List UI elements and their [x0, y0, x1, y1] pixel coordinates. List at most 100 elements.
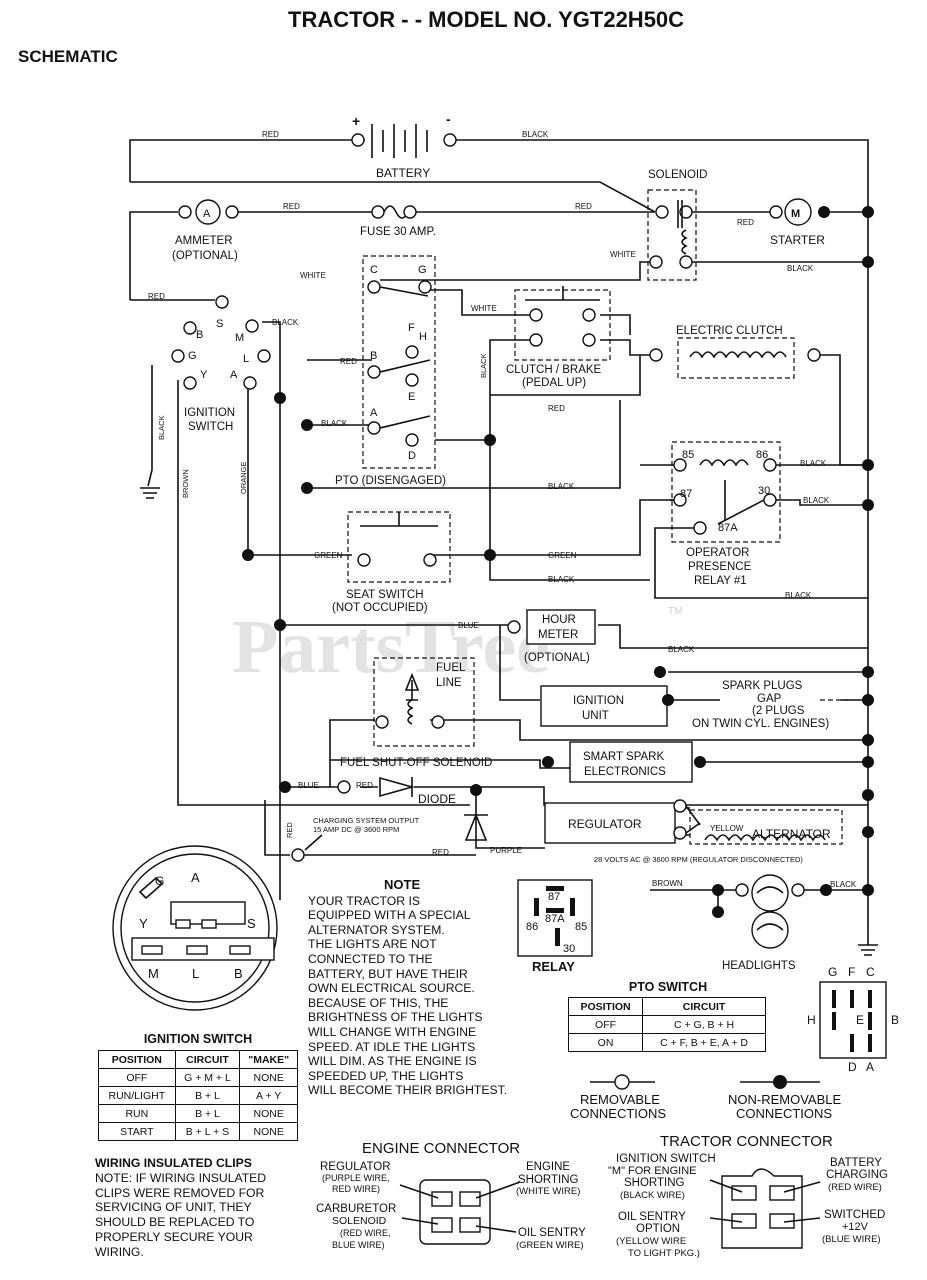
diode: DIODE	[337, 776, 488, 841]
engine-regulator-3: RED WIRE)	[332, 1184, 380, 1194]
wire-label: RED	[340, 357, 357, 366]
table-cell: C + G, B + H	[642, 1015, 766, 1034]
pto-term-h: H	[419, 331, 427, 343]
engine-oil-2: (GREEN WIRE)	[516, 1240, 584, 1251]
wire-label: ORANGE	[239, 461, 248, 494]
table-header-cell: POSITION	[567, 997, 644, 1016]
table-header-cell: "MAKE"	[239, 1050, 298, 1069]
pto-label: PTO (DISENGAGED)	[335, 475, 446, 487]
clips-line: SHOULD BE REPLACED TO	[95, 1215, 255, 1230]
table-header-cell: CIRCUIT	[642, 997, 766, 1016]
table-cell: G + M + L	[174, 1068, 241, 1087]
fuel-line-label-1: FUEL	[436, 662, 466, 674]
tractor-ign-1: IGNITION SWITCH	[616, 1153, 716, 1165]
engine-shorting-1: ENGINE	[526, 1161, 570, 1173]
wire-label: RED	[737, 218, 754, 227]
wire-label: BLACK	[479, 353, 488, 378]
watermark: PartsTree	[232, 605, 550, 689]
ign-face-y: Y	[139, 916, 148, 931]
relay-detail-label: RELAY	[532, 959, 575, 974]
legend-removable-1: REMOVABLE	[580, 1092, 660, 1107]
battery: + - BATTERY	[351, 111, 457, 180]
legend-nonremovable-1: NON-REMOVABLE	[728, 1092, 841, 1107]
note-line: ALTERNATOR SYSTEM.	[308, 922, 445, 937]
wire-label: BROWN	[652, 879, 683, 888]
starter: M STARTER	[769, 198, 825, 247]
pto-term-c: C	[370, 264, 378, 276]
table-header-cell: CIRCUIT	[174, 1050, 241, 1069]
ign-face-m: M	[148, 966, 159, 981]
pto-term-d: D	[408, 450, 416, 462]
table-cell: C + F, B + E, A + D	[642, 1033, 766, 1052]
relay-87: 87	[680, 488, 692, 500]
wire-label: BLACK	[785, 591, 812, 600]
wire-label: BLACK	[787, 264, 814, 273]
regulator-label: REGULATOR	[568, 817, 642, 831]
note-line: OWN ELECTRICAL SOURCE.	[308, 981, 475, 996]
table-cell: NONE	[239, 1068, 298, 1087]
table-cell: A + Y	[239, 1086, 298, 1105]
wire-labels: RED BLACK RED RED RED WHITE BLACK WHITE …	[148, 130, 857, 889]
spark-plugs: SPARK PLUGS GAP (2 PLUGS ON TWIN CYL. EN…	[692, 680, 850, 730]
ign-face-g: G	[155, 874, 164, 888]
relay-86: 86	[756, 449, 768, 461]
pto-face-e: E	[856, 1013, 864, 1027]
starter-symbol: M	[791, 208, 800, 220]
headlights: HEADLIGHTS	[722, 874, 805, 972]
battery-minus: -	[446, 111, 451, 127]
note-line: BRIGHTNESS OF THE LIGHTS	[308, 1010, 483, 1025]
pto-term-a: A	[370, 407, 378, 419]
note-line: SPEEDED UP, THE LIGHTS	[308, 1068, 464, 1083]
wire-label: BLACK	[800, 459, 827, 468]
engine-oil-1: OIL SENTRY	[518, 1227, 586, 1239]
relay-detail-85: 85	[575, 921, 587, 933]
pto-face-h: H	[807, 1013, 816, 1027]
ign-term-l: L	[243, 353, 249, 365]
pto-face-g: G	[828, 965, 837, 979]
non-removable-junctions	[242, 206, 874, 918]
wire-label: RED	[283, 202, 300, 211]
note-line: WILL BECOME THEIR BRIGHTEST.	[308, 1083, 508, 1098]
relay-detail-87: 87	[548, 891, 560, 903]
hour-meter-label-2: METER	[538, 629, 578, 641]
pto-switch-face: G F C H E B D A	[807, 965, 899, 1074]
pto-switch: C G F H B E A D PTO (DISENGAGED)	[335, 255, 446, 487]
lights-note-heading: NOTE	[384, 877, 421, 892]
wire-label: BLACK	[548, 575, 575, 584]
fuel-solenoid-label: FUEL SHUT-OFF SOLENOID	[340, 757, 492, 769]
ign-term-b: B	[196, 329, 203, 341]
battery-label: BATTERY	[376, 166, 430, 180]
ammeter-optional: (OPTIONAL)	[172, 250, 238, 262]
seat-switch-label: SEAT SWITCH	[346, 589, 424, 601]
fuel-shutoff-solenoid: FUEL LINE FUEL SHUT-OFF SOLENOID	[340, 657, 492, 769]
smart-spark-label-2: ELECTRONICS	[584, 766, 666, 778]
alternator: ALTERNATOR 28 VOLTS AC @ 3600 RPM (REGUL…	[594, 809, 843, 864]
pto-table-title: PTO SWITCH	[628, 980, 708, 994]
tractor-connector-title: TRACTOR CONNECTOR	[660, 1133, 833, 1150]
wire-label: RED	[548, 404, 565, 413]
clips-line: CLIPS WERE REMOVED FOR	[95, 1185, 265, 1200]
tractor-battery-1: BATTERY	[830, 1157, 882, 1169]
ignition-unit-label-1: IGNITION	[573, 695, 624, 707]
wire-label: BLACK	[668, 645, 695, 654]
wire-label: BLACK	[548, 482, 575, 491]
note-line: BECAUSE OF THIS, THE	[308, 995, 449, 1010]
hour-meter-optional: (OPTIONAL)	[524, 652, 590, 664]
regulator: REGULATOR	[544, 799, 701, 844]
table-cell: START	[98, 1122, 176, 1141]
ign-term-g: G	[188, 350, 197, 362]
wire-label: PURPLE	[490, 846, 522, 855]
engine-regulator-2: (PURPLE WIRE,	[322, 1173, 390, 1183]
fuel-line-label-2: LINE	[436, 677, 462, 689]
tractor-oil-2: OPTION	[636, 1223, 680, 1235]
legend-removable-2: CONNECTIONS	[570, 1106, 666, 1121]
